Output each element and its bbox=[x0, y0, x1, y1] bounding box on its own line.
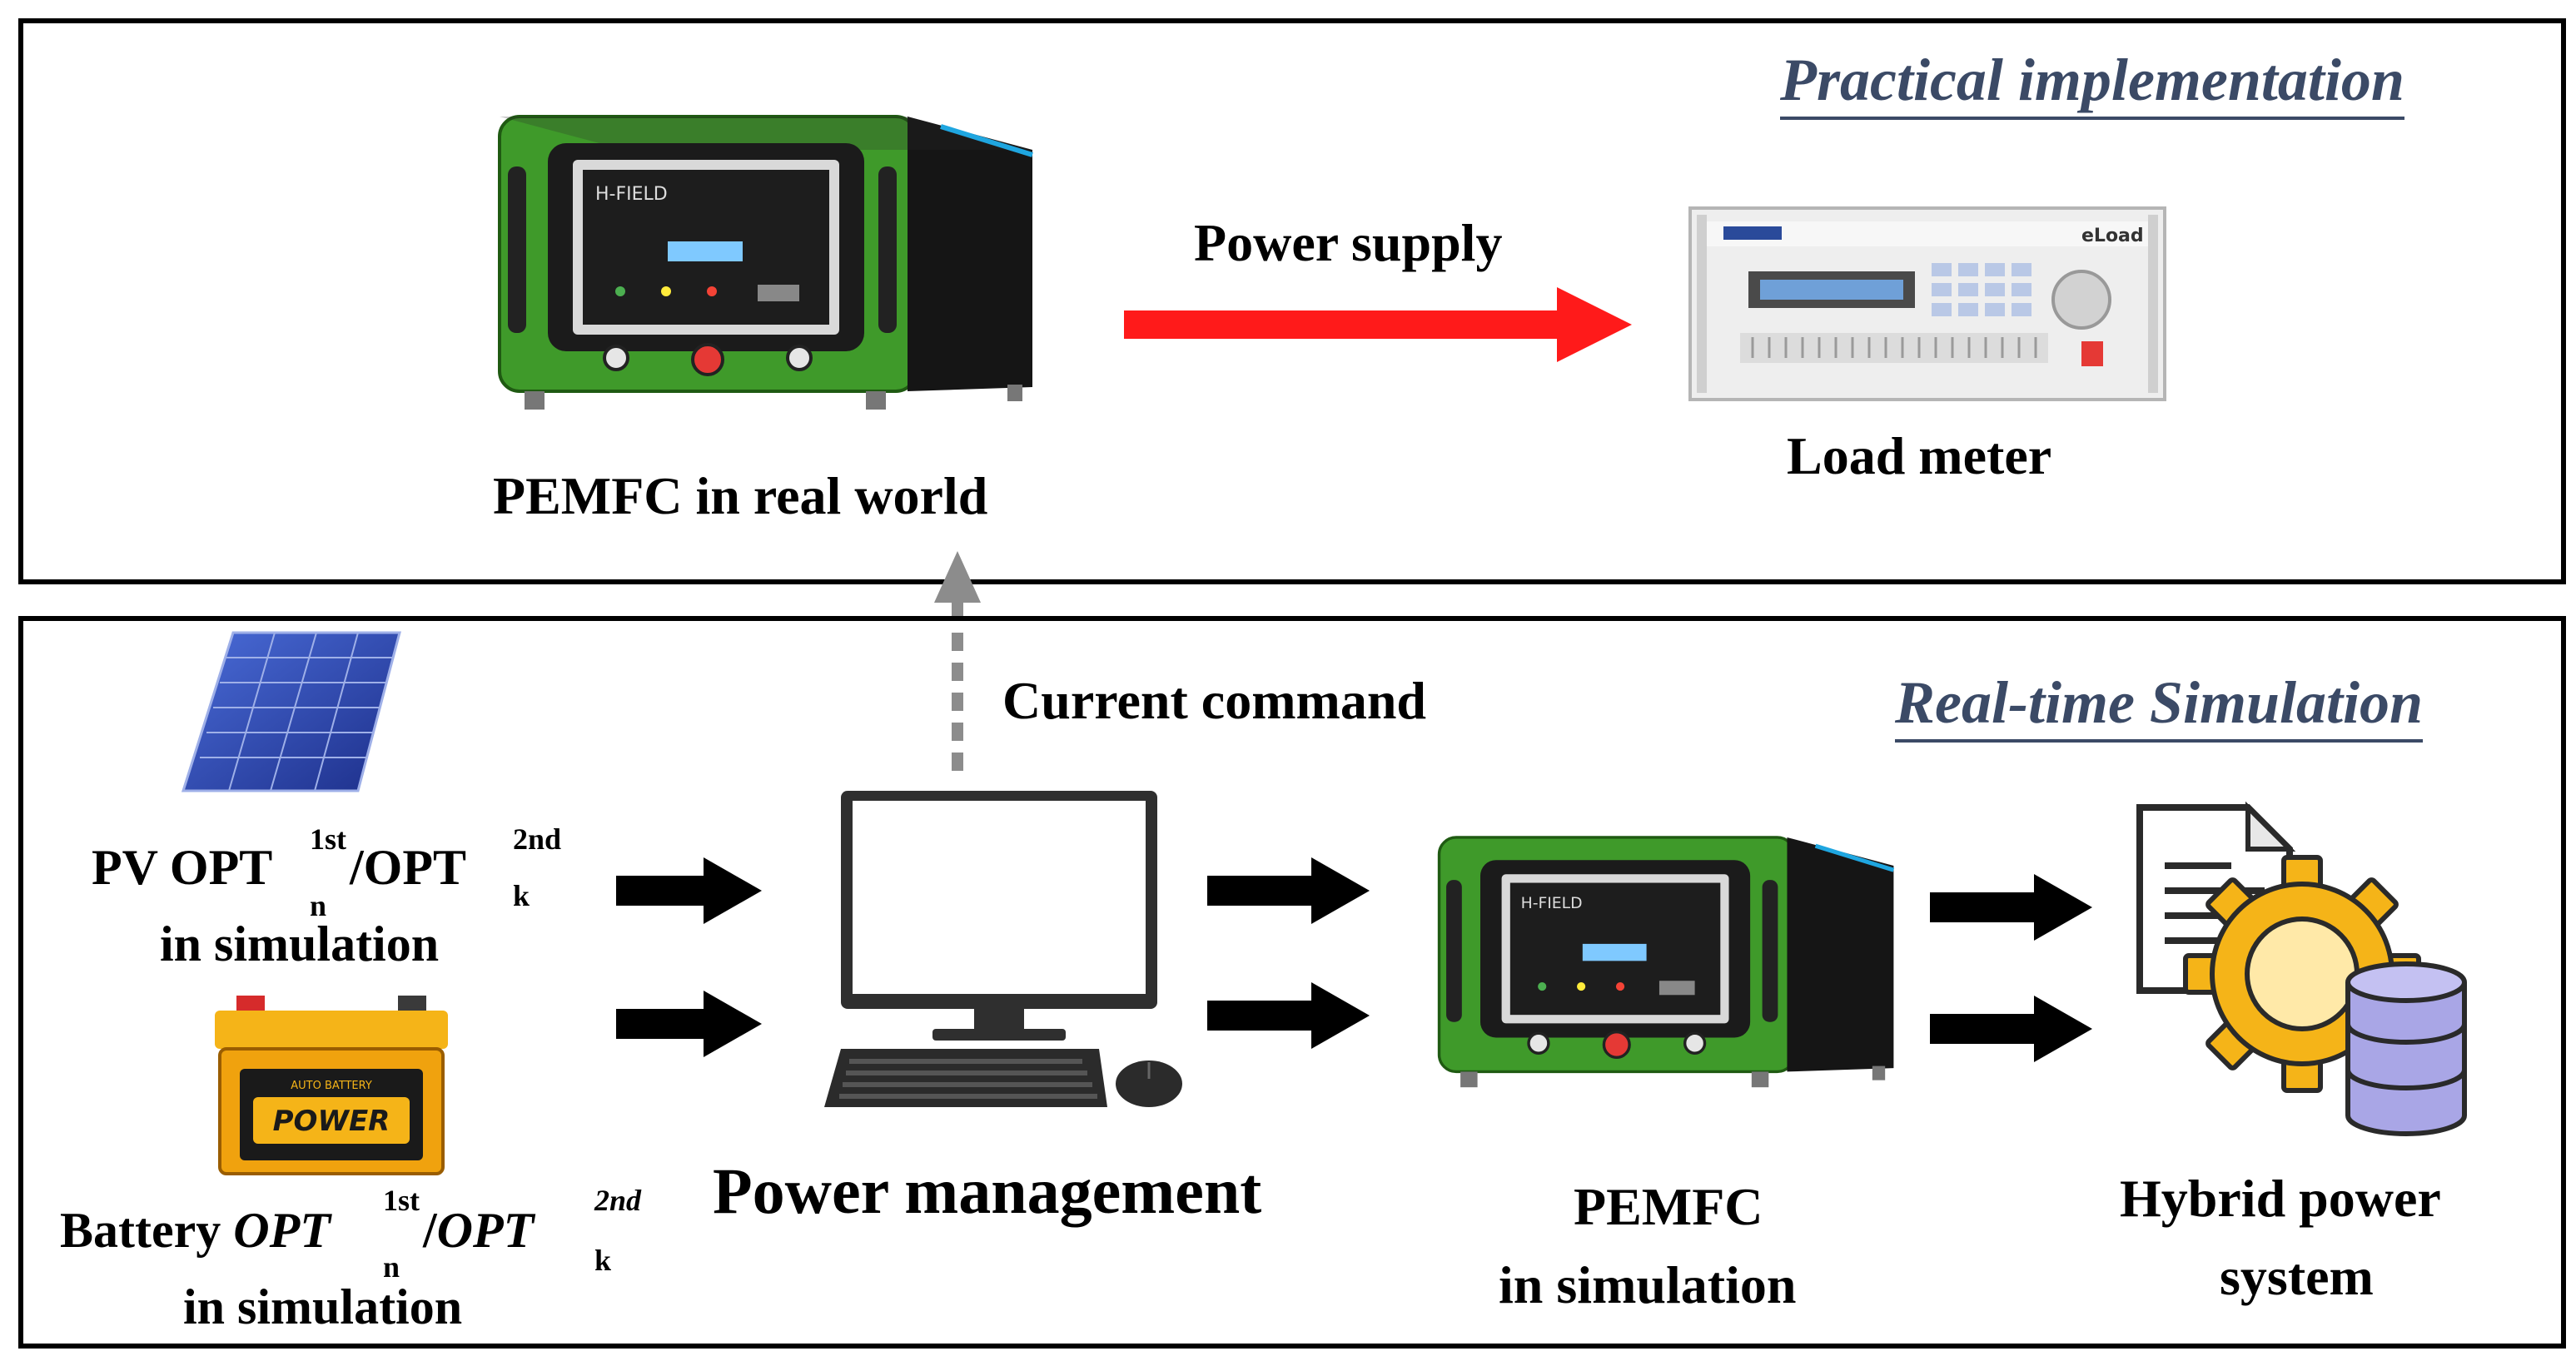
pv-label: PV OPT bbox=[92, 840, 273, 895]
hybrid-caption-line1: Hybrid power bbox=[2120, 1169, 2441, 1228]
battery-label: Battery OPT bbox=[60, 1203, 331, 1258]
power-supply-arrow bbox=[1124, 287, 1632, 362]
battery-sub-k: k bbox=[594, 1244, 612, 1277]
pv-sup-1st: 1st bbox=[310, 822, 346, 856]
battery-sup-1st: 1st bbox=[383, 1184, 420, 1217]
practical-implementation-panel bbox=[18, 18, 2566, 584]
battery-icon: AUTO BATTERY POWER bbox=[215, 996, 448, 1175]
pv-sub-k: k bbox=[513, 879, 530, 912]
battery-to-pm-arrow bbox=[616, 991, 762, 1057]
pv-in-simulation: in simulation bbox=[160, 916, 440, 971]
power-management-caption: Power management bbox=[713, 1155, 1262, 1227]
pemfc-to-hybrid-arrow-2 bbox=[1930, 996, 2092, 1062]
load-meter-brand: eLoad bbox=[2081, 226, 2144, 246]
real-time-simulation-heading: Real-time Simulation bbox=[1895, 673, 2424, 743]
current-command-label: Current command bbox=[1002, 671, 1426, 730]
battery-sup-2nd: 2nd bbox=[594, 1184, 642, 1217]
real-time-simulation-panel bbox=[18, 616, 2566, 1349]
pm-to-pemfc-arrow-2 bbox=[1207, 982, 1370, 1049]
battery-in-simulation: in simulation bbox=[183, 1279, 463, 1334]
pv-sup-2nd: 2nd bbox=[513, 822, 562, 856]
fuel-cell-real-icon: H-FIELD bbox=[498, 115, 1033, 410]
current-command-arrow bbox=[934, 551, 981, 780]
pemfc-sim-caption-line1: PEMFC bbox=[1574, 1177, 1763, 1236]
hybrid-caption-line2: system bbox=[2220, 1247, 2374, 1306]
battery-sub-n: n bbox=[383, 1250, 400, 1284]
battery-small-text: AUTO BATTERY bbox=[291, 1080, 372, 1092]
solar-panel-icon bbox=[181, 631, 401, 792]
battery-opt-2: /OPT bbox=[423, 1203, 535, 1258]
computer-icon bbox=[824, 791, 1182, 1107]
fuel-cell-sim-brand: H-FIELD bbox=[1521, 895, 1583, 912]
pm-to-pemfc-arrow-1 bbox=[1207, 857, 1370, 924]
pv-sub-n: n bbox=[310, 889, 327, 922]
fuel-cell-real-brand: H-FIELD bbox=[595, 184, 668, 205]
load-meter-caption: Load meter bbox=[1787, 426, 2052, 485]
pemfc-sim-caption-line2: in simulation bbox=[1499, 1255, 1797, 1314]
practical-implementation-heading: Practical implementation bbox=[1780, 50, 2404, 120]
battery-power-text: POWER bbox=[273, 1105, 390, 1138]
power-supply-label: Power supply bbox=[1194, 213, 1503, 272]
load-meter-icon: eLoad bbox=[1688, 206, 2166, 401]
fuel-cell-real-caption: PEMFC in real world bbox=[493, 466, 988, 525]
pv-to-pm-arrow bbox=[616, 857, 762, 924]
hybrid-system-icon bbox=[2136, 801, 2467, 1136]
pemfc-to-hybrid-arrow-1 bbox=[1930, 874, 2092, 941]
pv-opt-2: /OPT bbox=[350, 840, 467, 895]
fuel-cell-sim-icon: H-FIELD bbox=[1437, 836, 1895, 1088]
